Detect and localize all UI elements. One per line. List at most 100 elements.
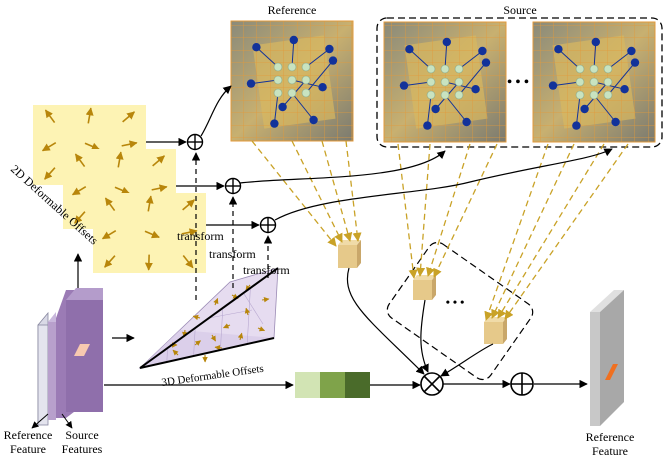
sample-point <box>580 104 589 114</box>
grid-point <box>287 62 297 72</box>
sample-point <box>481 58 491 67</box>
ref-feature-left-line1: Reference <box>4 428 53 442</box>
offset-arrow <box>181 228 198 237</box>
grid-point <box>273 88 283 98</box>
transform-label-1: transform <box>177 229 224 243</box>
source-title: Source <box>503 3 536 17</box>
offset-arrow <box>144 230 160 239</box>
source-image-1 <box>383 21 507 143</box>
sample-point <box>620 85 629 94</box>
grid-point <box>575 90 585 100</box>
offset-arrow <box>44 109 56 124</box>
offset-3d-arrow <box>213 298 219 306</box>
ref-feature-left-line2: Feature <box>10 442 46 456</box>
sample-point <box>405 45 414 54</box>
offsets-3d-wedge <box>138 267 279 369</box>
sample-point <box>431 104 440 114</box>
sum-node <box>510 372 534 396</box>
sample-point <box>246 79 256 88</box>
grid-point <box>575 64 585 74</box>
source-features-line2: Features <box>62 442 103 456</box>
grid-point <box>426 77 436 87</box>
grid-point <box>603 77 613 87</box>
offset-arrow <box>101 230 117 240</box>
source-patches-dashed-box <box>386 241 534 381</box>
grid-point <box>589 64 599 74</box>
transform-label-2: transform <box>209 247 256 261</box>
offset-arrow <box>85 107 94 124</box>
offset-arrow <box>104 255 116 268</box>
source-features-line1: Source <box>65 428 98 442</box>
source-dashed-box <box>376 17 663 148</box>
sample-point <box>591 37 600 47</box>
output-feature <box>590 290 624 426</box>
source-1-sampling-points <box>399 37 491 130</box>
ref-feature-right-line1: Reference <box>586 430 635 444</box>
grid-point <box>440 77 450 87</box>
sample-point <box>554 45 563 54</box>
grid-point <box>454 77 464 87</box>
sample-point <box>289 35 298 45</box>
sample-point <box>423 121 432 130</box>
sample-point <box>325 44 334 54</box>
sample-point <box>627 46 636 56</box>
sample-point <box>462 117 471 127</box>
offset-arrow <box>74 153 86 168</box>
offset-3d-arrow <box>237 332 244 341</box>
offset-3d-arrow <box>261 296 270 303</box>
offset-arrow <box>122 111 136 123</box>
grid-point <box>603 90 613 100</box>
offset-3d-arrow <box>257 326 266 332</box>
grid-point <box>301 88 311 98</box>
offset-arrow <box>151 184 168 193</box>
offset-arrow <box>182 199 196 211</box>
grid-point <box>454 64 464 74</box>
add-node-crosses <box>187 134 276 233</box>
offset-3d-arrow <box>244 307 251 316</box>
offset-3d-arrow <box>172 349 179 356</box>
grid-point <box>589 90 599 100</box>
grid-point <box>440 90 450 100</box>
input-patch <box>74 344 90 356</box>
sample-point <box>270 119 279 128</box>
offset-arrow <box>115 151 124 168</box>
input-feature-stack <box>37 288 103 427</box>
offset-arrow <box>41 142 57 152</box>
sample-point <box>630 58 640 67</box>
grid-point <box>426 64 436 74</box>
source-ellipsis: • • • <box>507 75 529 90</box>
offset-arrow <box>114 186 130 195</box>
ref-feature-right-line2: Feature <box>592 444 628 457</box>
grid-point <box>589 77 599 87</box>
transform-lines <box>191 152 273 300</box>
patches-ellipsis: • • • <box>446 295 465 309</box>
offset-3d-arrow <box>223 323 231 329</box>
offset-arrow <box>145 195 154 212</box>
offset-arrow <box>44 167 56 180</box>
sample-point <box>309 115 318 125</box>
grid-point <box>426 90 436 100</box>
grid-point <box>273 62 283 72</box>
projection-lines <box>251 140 629 321</box>
sample-point <box>278 102 287 112</box>
source-n-sampling-points <box>548 37 640 130</box>
offset-arrow <box>121 140 138 149</box>
offset-arrow <box>152 155 166 167</box>
sample-point <box>478 46 487 56</box>
grid-point <box>440 64 450 74</box>
sample-point <box>471 85 480 94</box>
output-patch <box>605 364 618 380</box>
grid-point <box>287 88 297 98</box>
reference-title: Reference <box>268 3 317 17</box>
offset-arrow <box>74 211 86 224</box>
grid-point <box>273 75 283 85</box>
offset-3d-arrow <box>214 345 223 351</box>
grid-point <box>603 64 613 74</box>
reference-sampled-patch <box>338 240 361 268</box>
sample-point <box>611 117 620 127</box>
offset-arrow <box>182 255 194 269</box>
sample-point <box>572 121 581 130</box>
offset-card-1-arrows <box>41 107 138 183</box>
sample-point <box>328 56 338 65</box>
